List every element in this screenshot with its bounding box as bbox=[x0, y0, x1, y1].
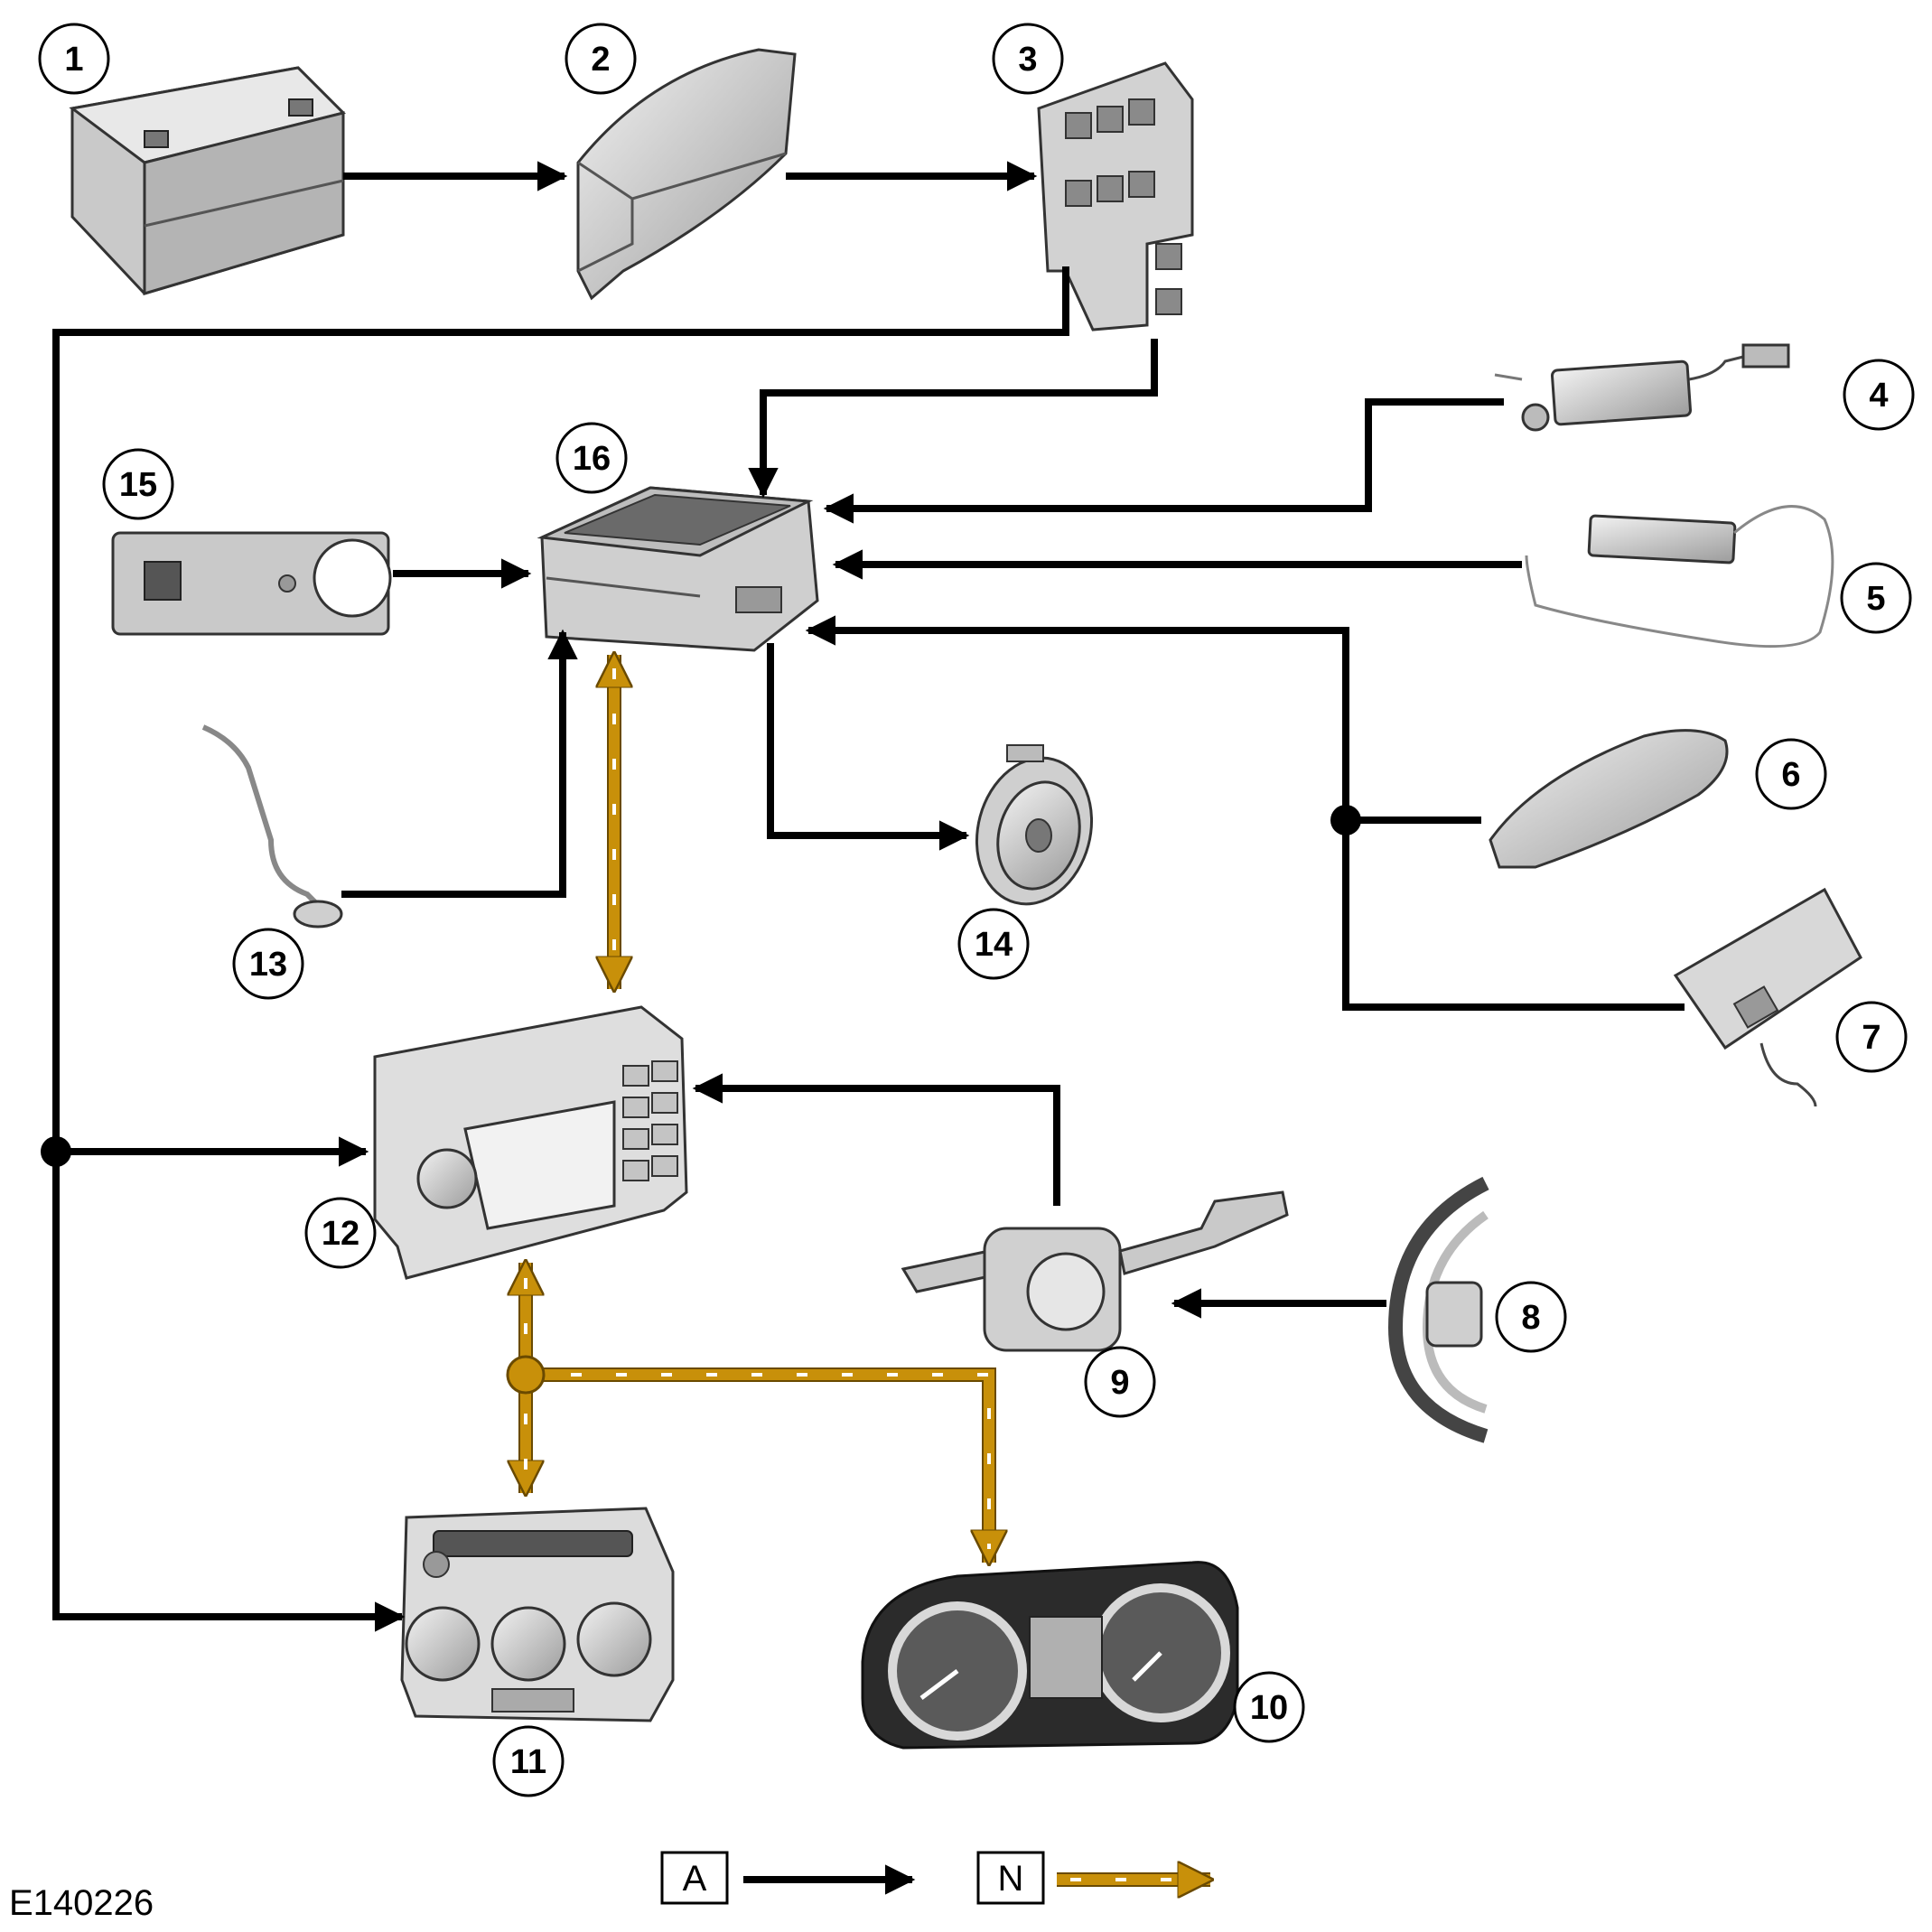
svg-text:11: 11 bbox=[510, 1743, 546, 1781]
svg-text:2: 2 bbox=[591, 41, 610, 79]
instrument-cluster-illustration bbox=[861, 1561, 1239, 1750]
roof-antenna-illustration bbox=[1489, 729, 1729, 869]
legend-key-n: N bbox=[976, 1851, 1045, 1905]
callout-15: 15 bbox=[102, 448, 174, 520]
svg-text:13: 13 bbox=[249, 946, 287, 984]
microphone-illustration bbox=[201, 724, 343, 929]
svg-text:16: 16 bbox=[573, 440, 611, 478]
climate-control-panel-illustration bbox=[400, 1507, 675, 1722]
callout-9: 9 bbox=[1084, 1346, 1156, 1418]
junction-dot-bus bbox=[41, 1136, 71, 1167]
battery-junction-box-illustration bbox=[576, 48, 797, 301]
touch-screen-display-illustration bbox=[373, 1005, 688, 1280]
network-junction-dot bbox=[506, 1355, 546, 1395]
legend-key-a: A bbox=[660, 1851, 729, 1905]
svg-text:4: 4 bbox=[1869, 377, 1888, 415]
callout-12: 12 bbox=[304, 1197, 377, 1269]
tv-tuner-antenna-illustration bbox=[1525, 505, 1834, 649]
callout-6: 6 bbox=[1755, 738, 1827, 810]
wire-cjb-power-bus bbox=[52, 266, 1069, 1632]
svg-text:N: N bbox=[998, 1859, 1024, 1899]
callout-3: 3 bbox=[992, 23, 1064, 95]
antenna-amplifier-illustration bbox=[1494, 343, 1790, 432]
svg-text:10: 10 bbox=[1250, 1689, 1288, 1727]
callout-4: 4 bbox=[1843, 359, 1915, 431]
legend: A N bbox=[660, 1851, 1045, 1905]
wire-audio-to-speaker bbox=[767, 643, 970, 851]
wire-switches-to-touch-screen bbox=[692, 1073, 1060, 1206]
callout-14: 14 bbox=[957, 908, 1030, 980]
callout-10: 10 bbox=[1233, 1671, 1305, 1743]
battery-illustration bbox=[69, 66, 346, 296]
hardwired-connections bbox=[52, 161, 1685, 1895]
svg-text:14: 14 bbox=[975, 926, 1013, 964]
wire-amp-to-audio bbox=[823, 398, 1504, 524]
svg-text:9: 9 bbox=[1110, 1364, 1129, 1402]
wire-cjb-to-audio bbox=[748, 339, 1158, 499]
svg-text:15: 15 bbox=[119, 466, 157, 504]
central-junction-box-illustration bbox=[1037, 61, 1194, 331]
svg-text:3: 3 bbox=[1018, 41, 1037, 79]
callout-1: 1 bbox=[38, 23, 110, 95]
speaker-illustration bbox=[975, 744, 1094, 906]
steering-column-switches-illustration bbox=[901, 1190, 1289, 1352]
callout-13: 13 bbox=[232, 928, 304, 1000]
callout-11: 11 bbox=[492, 1725, 565, 1797]
network-connections bbox=[526, 655, 1210, 1880]
callout-2: 2 bbox=[565, 23, 637, 95]
audio-control-module-illustration bbox=[537, 486, 819, 652]
callout-5: 5 bbox=[1840, 562, 1912, 634]
svg-text:8: 8 bbox=[1521, 1299, 1540, 1337]
callout-7: 7 bbox=[1835, 1001, 1908, 1073]
svg-text:12: 12 bbox=[322, 1215, 359, 1253]
svg-text:7: 7 bbox=[1862, 1019, 1881, 1057]
usb-socket-panel-illustration bbox=[111, 531, 392, 636]
digital-radio-module-illustration bbox=[1673, 887, 1862, 1107]
callout-8: 8 bbox=[1495, 1281, 1567, 1353]
figure-reference-code: E140226 bbox=[9, 1883, 154, 1923]
svg-text:A: A bbox=[683, 1859, 707, 1899]
junction-dot-antenna bbox=[1330, 805, 1361, 835]
svg-text:6: 6 bbox=[1781, 756, 1800, 794]
wire-mic-to-audio bbox=[341, 629, 578, 898]
callout-16: 16 bbox=[555, 422, 628, 494]
svg-text:5: 5 bbox=[1866, 580, 1885, 618]
svg-text:1: 1 bbox=[64, 41, 83, 79]
steering-wheel-illustration bbox=[1387, 1176, 1489, 1443]
